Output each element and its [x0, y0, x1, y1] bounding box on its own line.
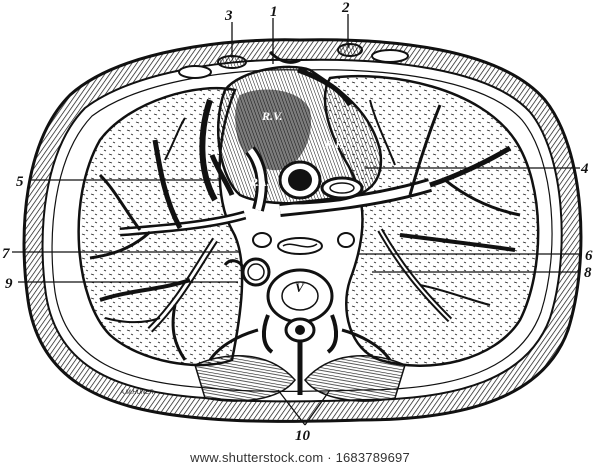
back-muscles	[194, 355, 406, 402]
label-6: 6	[585, 248, 593, 264]
label-10: 10	[295, 428, 311, 444]
organ-letter-v: V	[295, 280, 305, 295]
label-4: 4	[580, 161, 589, 177]
engraver-signature: A.M.HUNER	[119, 390, 154, 396]
vertebra	[208, 268, 392, 395]
watermark-bar: www.shutterstock.com · 1683789697	[0, 446, 600, 468]
label-8: 8	[584, 265, 592, 281]
label-3: 3	[224, 8, 233, 24]
organ-letter-pa: P.A.	[250, 175, 270, 189]
pleural-linings	[199, 67, 353, 202]
sternum	[178, 43, 409, 79]
label-5: 5	[16, 174, 24, 190]
bronchial-tree-left	[89, 117, 247, 361]
label-2: 2	[341, 0, 350, 16]
aorta	[223, 257, 271, 287]
organ-letter-rp: R.P.	[324, 139, 343, 151]
watermark-text: www.shutterstock.com · 1683789697	[190, 449, 410, 465]
heart-region	[209, 65, 383, 212]
leader-lines	[12, 14, 580, 426]
bronchial-tree-right	[279, 99, 521, 323]
pulmonary-vessels	[252, 232, 355, 248]
organ-letter-rv: R.V.	[261, 109, 282, 123]
label-9: 9	[5, 276, 13, 292]
label-1: 1	[270, 4, 278, 20]
esophagus	[277, 237, 323, 255]
label-7: 7	[2, 246, 10, 262]
